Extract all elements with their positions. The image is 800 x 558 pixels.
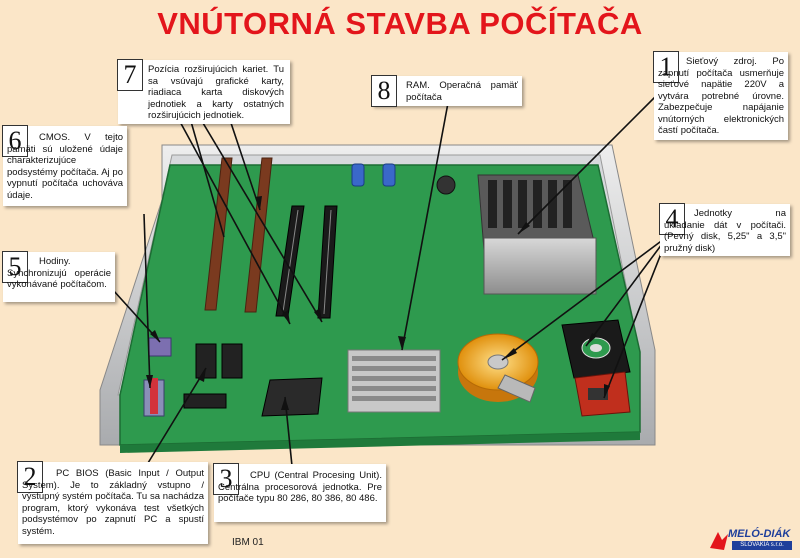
callout-ram: 8 RAM. Operačná pamäť počítača [371, 75, 522, 107]
callout-text: Jednotky na ukladanie dát v počítači. (P… [664, 208, 786, 254]
logo-text: MELÓ-DIÁK [728, 528, 791, 540]
ram-modules [347, 349, 441, 413]
callout-bios: 2 PC BIOS (Basic Input / Output System).… [17, 461, 208, 544]
callout-storage: 4 Jednotky na ukladanie dát v počítači. … [659, 203, 790, 256]
callout-text: Pozícia rozširujúcich kariet. Tu sa vsúv… [148, 64, 284, 121]
pointer-arrows [112, 94, 669, 467]
clock-chip [148, 337, 172, 357]
callout-expansion-slots: 7 Pozícia rozširujúcich kariet. Tu sa vs… [117, 59, 290, 124]
cpu-chip [261, 377, 323, 417]
callout-cpu: 3 CPU (Central Procesing Unit). Centráln… [213, 463, 386, 522]
callout-clock: 5 Hodiny. Synchronizujú operácie vykonáv… [2, 251, 115, 302]
callout-number: 5 [2, 251, 28, 283]
logo-mark-icon [710, 532, 728, 550]
publisher-logo: MELÓ-DIÁK SLOVAKIA s.r.o. [708, 528, 794, 552]
page-title: VNÚTORNÁ STAVBA POČÍTAČA [157, 6, 643, 41]
sheet-code: IBM 01 [232, 537, 264, 548]
callout-text: CMOS. V tejto pamäti sú uložené údaje ch… [7, 132, 123, 201]
callout-number: 4 [659, 203, 685, 235]
callout-text: RAM. Operačná pamäť počítača [406, 80, 518, 103]
floppy-drives [561, 319, 631, 417]
callout-text: CPU (Central Procesing Unit). Centrálna … [218, 470, 382, 504]
callout-number: 1 [653, 51, 679, 83]
callout-number: 7 [117, 59, 143, 91]
callout-text: Sieťový zdroj. Po zapnutí počítača usmer… [658, 56, 784, 136]
callout-text: Hodiny. Synchronizujú operácie vykonávan… [7, 256, 111, 290]
back-connectors [351, 163, 456, 195]
expansion-slots [204, 157, 338, 319]
callout-number: 8 [371, 75, 397, 107]
callout-cmos: 6 CMOS. V tejto pamäti sú uložené údaje … [2, 125, 127, 206]
arrow-heads [146, 196, 610, 410]
callout-number: 6 [2, 125, 28, 157]
callout-power-supply: 1 Sieťový zdroj. Po zapnutí počítača usm… [653, 51, 788, 140]
callout-text: PC BIOS (Basic Input / Output System). J… [22, 468, 204, 537]
bios-chips [183, 343, 243, 409]
hard-disk [457, 333, 539, 403]
logo-subtext: SLOVAKIA s.r.o. [732, 541, 792, 550]
power-supply [477, 174, 597, 295]
callout-number: 2 [17, 461, 43, 493]
cmos-battery [143, 378, 165, 417]
callout-number: 3 [213, 463, 239, 495]
